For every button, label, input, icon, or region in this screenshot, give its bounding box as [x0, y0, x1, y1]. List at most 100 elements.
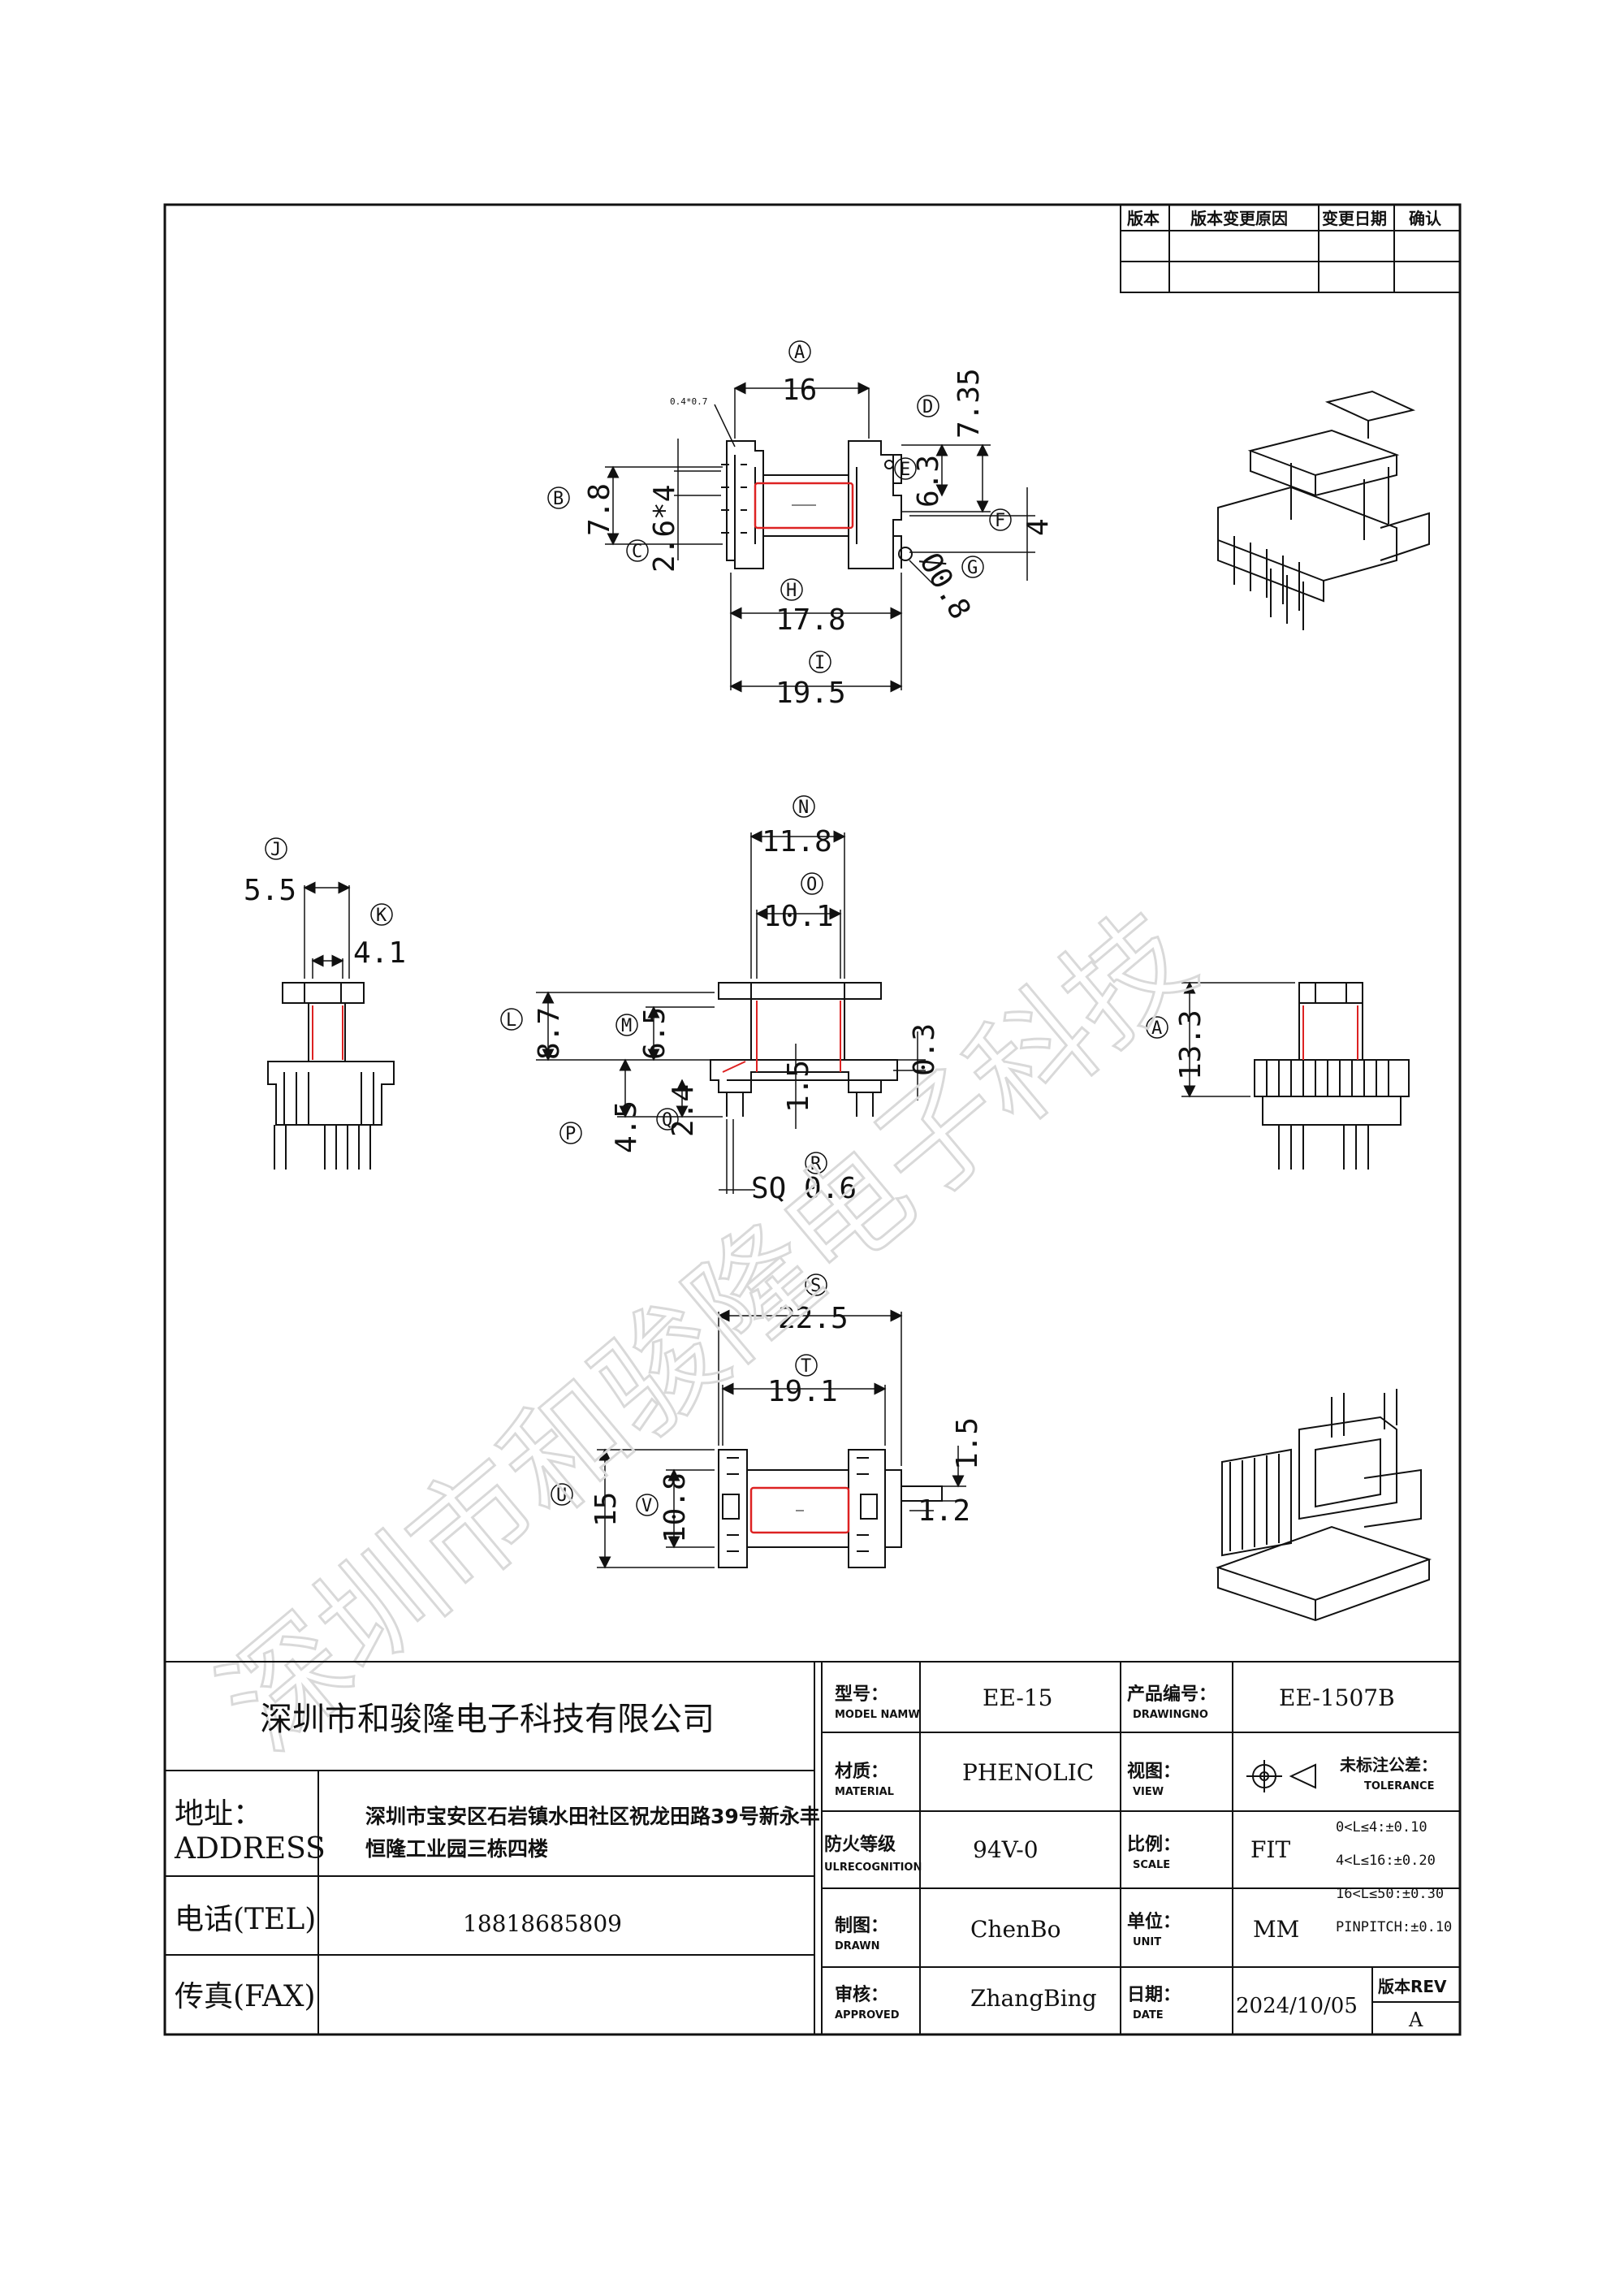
approved-value: ZhangBing: [970, 1985, 1097, 2012]
label-U: U: [556, 1485, 567, 1506]
product-label-en: DRAWINGNO: [1133, 1709, 1208, 1721]
flame-label: 防火等级: [824, 1834, 896, 1855]
address-label-en: ADDRESS: [174, 1832, 326, 1866]
left-view: [267, 982, 395, 1170]
view-label: 视图：: [1127, 1761, 1181, 1782]
flame-label-en: ULRECOGNITION: [824, 1861, 922, 1874]
dim-front-P: 4.5: [610, 1100, 643, 1153]
dim-front-step: 1.5: [782, 1060, 815, 1113]
label-E: E: [900, 460, 910, 480]
tolerance-row-4: PINPITCH:±0.10: [1336, 1919, 1452, 1935]
dim-bottom-V: 10.8: [659, 1472, 692, 1543]
dim-top-D: 7.35: [952, 368, 986, 439]
label-D: D: [922, 397, 933, 417]
drawing-border: [163, 203, 1462, 2036]
dimension-labels: [265, 340, 1168, 1516]
material-label: 材质：: [835, 1762, 888, 1782]
front-view: [710, 982, 898, 1117]
tolerance-label: 未标注公差：: [1340, 1755, 1437, 1775]
dim-top-B: 7.8: [583, 483, 616, 536]
dim-top-A: 16: [782, 374, 817, 407]
label-R: R: [810, 1154, 822, 1174]
label-J: J: [270, 840, 281, 860]
label-V: V: [641, 1496, 652, 1516]
product-value: EE-1507B: [1279, 1684, 1395, 1711]
dim-front-R: SQ 0.6: [751, 1172, 857, 1205]
drawn-label-en: DRAWN: [835, 1940, 880, 1952]
product-label: 产品编号：: [1127, 1684, 1216, 1705]
dim-top-H: 17.8: [775, 603, 846, 637]
drawn-label: 制图：: [835, 1916, 888, 1936]
label-O: O: [806, 875, 817, 895]
projection-symbol-icon: [1246, 1760, 1316, 1792]
view-label-en: VIEW: [1133, 1786, 1164, 1798]
top-view: [721, 440, 913, 569]
model-value: EE-15: [983, 1684, 1053, 1711]
drawn-value: ChenBo: [970, 1916, 1061, 1943]
flame-value: 94V-0: [973, 1836, 1039, 1863]
revision-table: [1120, 204, 1461, 293]
rev-value: A: [1408, 2008, 1423, 2031]
dim-bottom-U: 15: [590, 1492, 623, 1527]
fax-label: 传真(FAX): [175, 1980, 316, 2013]
label-F: F: [995, 511, 1005, 531]
company-name: 深圳市和骏隆电子科技有限公司: [260, 1701, 715, 1738]
label-C: C: [632, 542, 642, 562]
label-M: M: [621, 1016, 632, 1036]
dim-left-J: 5.5: [244, 874, 296, 907]
tolerance-row-2: 4<L≤16:±0.20: [1336, 1853, 1436, 1869]
date-label: 日期：: [1127, 1985, 1181, 2005]
label-Q: Q: [662, 1110, 672, 1131]
isometric-view-top: [1217, 390, 1430, 630]
label-H: H: [786, 581, 797, 601]
dim-bottom-T: 19.1: [767, 1375, 838, 1408]
rev-col-reason: 版本变更原因: [1190, 209, 1288, 228]
top-view-core-window: [754, 482, 854, 530]
top-callout-note: 0.4*0.7: [670, 396, 707, 407]
rev-col-version: 版本: [1127, 209, 1160, 228]
label-G: G: [967, 558, 978, 578]
approved-label: 审核：: [835, 1984, 888, 2005]
unit-label: 单位：: [1127, 1911, 1181, 1932]
dim-bottom-w1: 1.5: [951, 1417, 984, 1470]
bottom-view-core-window: [749, 1486, 850, 1534]
dim-bottom-S: 22.5: [778, 1302, 849, 1335]
dim-front-M: 6.5: [638, 1007, 672, 1060]
label-A-top: A: [794, 343, 805, 363]
tel-label: 电话(TEL): [175, 1903, 316, 1936]
label-N: N: [798, 798, 809, 818]
unit-value: MM: [1253, 1916, 1299, 1943]
address-line2: 恒隆工业园三栋四楼: [365, 1837, 548, 1861]
rev-col-confirm: 确认: [1409, 209, 1442, 228]
dim-front-L: 8.7: [533, 1007, 566, 1060]
label-S: S: [810, 1276, 821, 1296]
label-P: P: [565, 1124, 576, 1144]
label-T: T: [801, 1356, 811, 1377]
dim-front-N: 11.8: [762, 825, 832, 858]
date-value: 2024/10/05: [1236, 1994, 1358, 2018]
model-label-en: MODEL NAMW: [835, 1709, 920, 1721]
scale-label: 比例：: [1127, 1835, 1181, 1855]
dim-right-A: 13.3: [1174, 1010, 1207, 1080]
tel-number: 18818685809: [463, 1910, 622, 1937]
approved-label-en: APPROVED: [835, 2009, 900, 2021]
tolerance-row-3: 16<L≤50:±0.30: [1336, 1886, 1444, 1902]
unit-label-en: UNIT: [1133, 1936, 1161, 1948]
dim-left-K: 4.1: [353, 936, 406, 970]
rev-label: 版本REV: [1378, 1977, 1447, 1996]
material-value: PHENOLIC: [962, 1759, 1094, 1786]
material-label-en: MATERIAL: [835, 1786, 894, 1798]
dim-top-F: 4: [1021, 518, 1055, 536]
title-block-grid: [165, 1661, 1460, 2034]
watermark: 深圳市和骏隆电子科技: [196, 885, 1220, 1776]
dim-front-O: 10.1: [763, 900, 834, 933]
label-L: L: [506, 1010, 516, 1031]
dim-top-C: 2.6*4: [648, 485, 681, 573]
scale-value: FIT: [1250, 1836, 1290, 1863]
address-line1: 深圳市宝安区石岩镇水田社区祝龙田路39号新永丰: [365, 1805, 820, 1828]
isometric-view-bottom: [1215, 1389, 1432, 1622]
right-view: [1254, 982, 1410, 1170]
dim-front-gap: 0.3: [908, 1023, 941, 1076]
tolerance-row-1: 0<L≤4:±0.10: [1336, 1819, 1427, 1836]
